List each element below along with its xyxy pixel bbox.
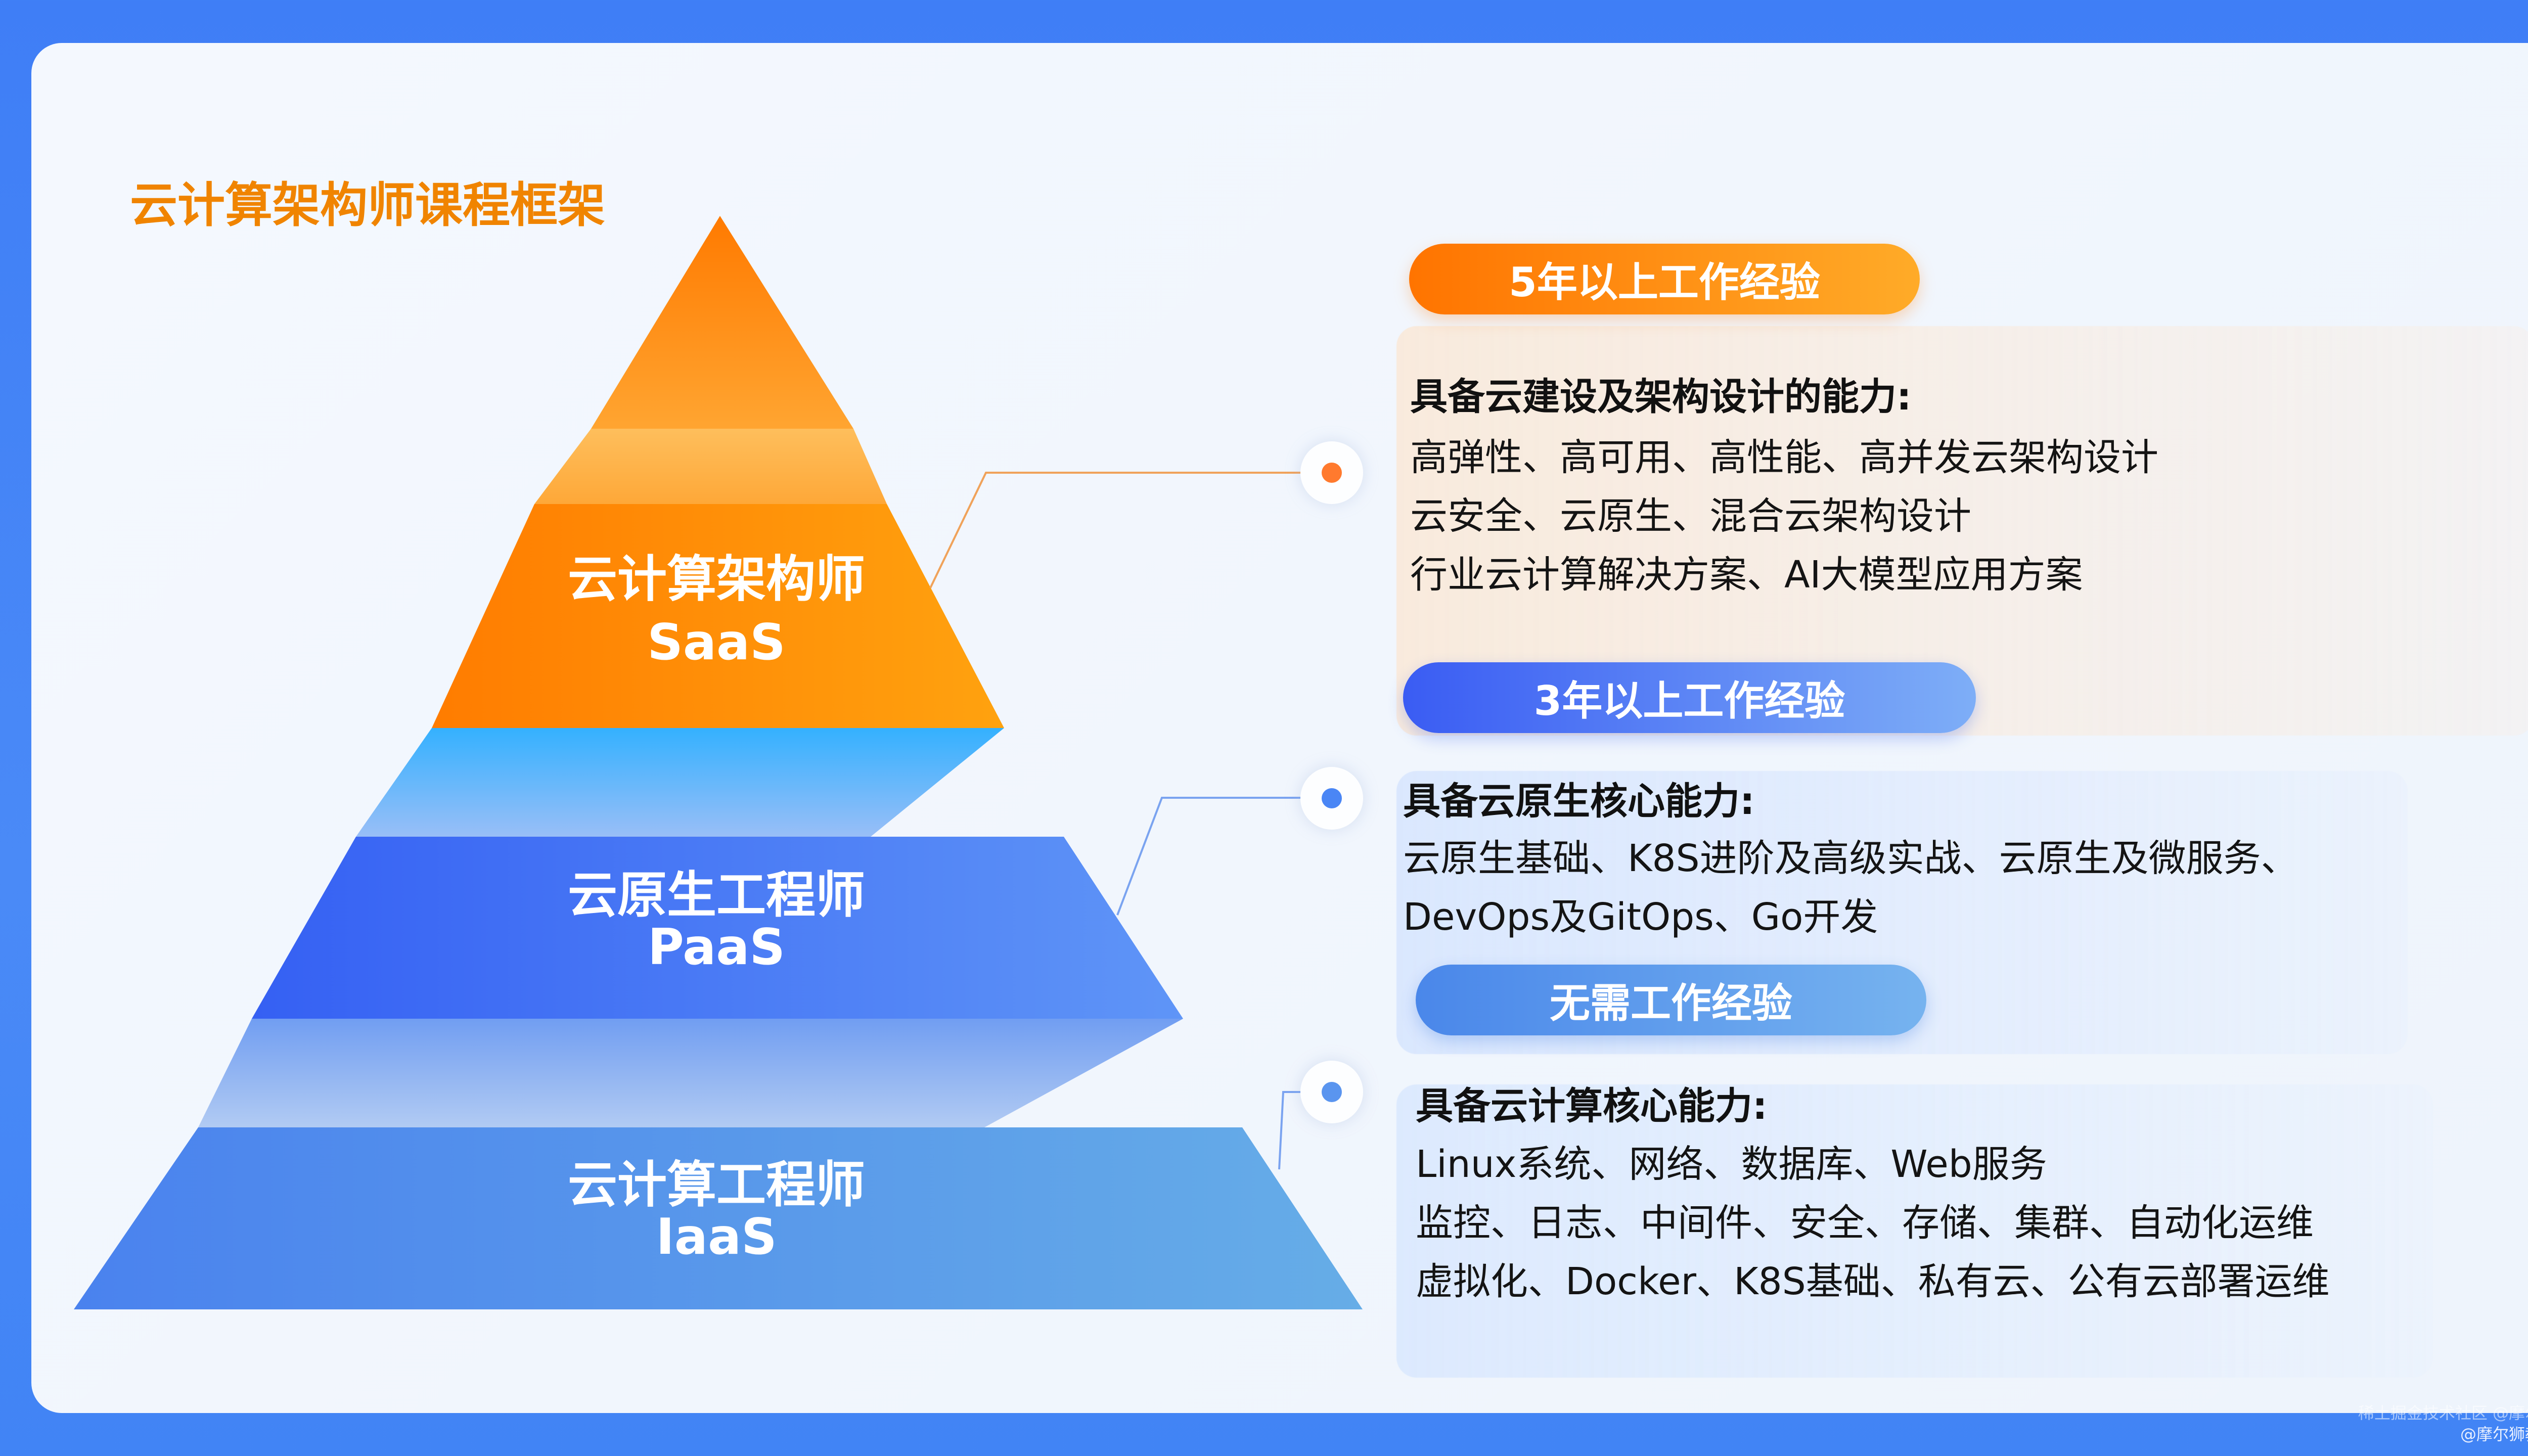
pyramid-tier-iaas — [74, 1127, 1363, 1309]
ability-lines: Linux系统、网络、数据库、Web服务 监控、日志、中间件、安全、存储、集群、… — [1416, 1135, 2330, 1311]
ability-line: DevOps及GitOps、Go开发 — [1403, 895, 1878, 939]
pyramid-diagram — [74, 216, 1363, 1309]
watermark-line: 稀土掘金技术社区 @摩尔狮 — [2358, 1403, 2528, 1423]
ability-title: 具备云原生核心能力: — [1403, 780, 1755, 823]
ability-line: 云安全、云原生、混合云架构设计 — [1410, 494, 1971, 538]
ability-lines: 高弹性、高可用、高性能、高并发云架构设计 云安全、云原生、混合云架构设计 行业云… — [1410, 428, 2158, 604]
ability-title: 具备云计算核心能力: — [1416, 1084, 1768, 1128]
ability-line: 高弹性、高可用、高性能、高并发云架构设计 — [1410, 436, 2158, 479]
ability-line: Linux系统、网络、数据库、Web服务 — [1416, 1143, 2047, 1186]
level-3-marker-dot — [1300, 1061, 1363, 1123]
level-1-marker-dot — [1300, 441, 1363, 504]
tier-name: 云计算工程师 — [567, 1156, 865, 1214]
pyramid-apex — [591, 216, 853, 429]
pyramid-band-orange — [534, 429, 887, 504]
ability-line: 虚拟化、Docker、K8S基础、私有云、公有云部署运维 — [1416, 1260, 2330, 1303]
tier-name: 云原生工程师 — [567, 867, 865, 924]
glow-level-3 — [1396, 1084, 2433, 1378]
experience-badge-3-years: 3年以上工作经验 — [1403, 662, 1976, 733]
page-title: 云计算架构师课程框架 — [130, 178, 606, 233]
tier-name: 云计算架构师 — [567, 551, 865, 608]
connector-line-iaas — [1278, 1091, 1300, 1170]
experience-badge-no-experience: 无需工作经验 — [1416, 965, 1926, 1035]
tier-layer: PaaS — [647, 918, 786, 976]
ability-lines: 云原生基础、K8S进阶及高级实战、云原生及微服务、 DevOps及GitOps、… — [1403, 829, 2298, 946]
tier-label-iaas: 云计算工程师 IaaS — [464, 1159, 969, 1263]
ability-title: 具备云建设及架构设计的能力: — [1410, 375, 1912, 419]
connector-line-saas — [929, 472, 1300, 588]
watermark-line: @摩尔狮教育 — [2460, 1425, 2528, 1444]
content-card: 云计算架构师课程框架 — [31, 43, 2528, 1413]
level-2-marker-dot — [1300, 767, 1363, 830]
pyramid-band-blue-2 — [198, 1019, 1183, 1127]
tier-label-saas: 云计算架构师 SaaS — [464, 554, 969, 669]
watermark: 稀土掘金技术社区 @摩尔狮 @摩尔狮教育 — [2358, 1402, 2528, 1445]
ability-line: 云原生基础、K8S进阶及高级实战、云原生及微服务、 — [1403, 837, 2298, 880]
tier-layer: SaaS — [647, 613, 786, 671]
ability-line: 监控、日志、中间件、安全、存储、集群、自动化运维 — [1416, 1201, 2314, 1245]
tier-layer: IaaS — [656, 1208, 777, 1266]
experience-badge-5-years: 5年以上工作经验 — [1409, 244, 1920, 314]
tier-label-paas: 云原生工程师 PaaS — [464, 870, 969, 974]
connector-line-paas — [1116, 797, 1300, 916]
ability-line: 行业云计算解决方案、AI大模型应用方案 — [1410, 553, 2083, 597]
pyramid-band-blue-1 — [356, 728, 1004, 837]
pyramid-tier-paas — [252, 837, 1183, 1019]
pyramid-tier-saas — [432, 504, 1004, 728]
